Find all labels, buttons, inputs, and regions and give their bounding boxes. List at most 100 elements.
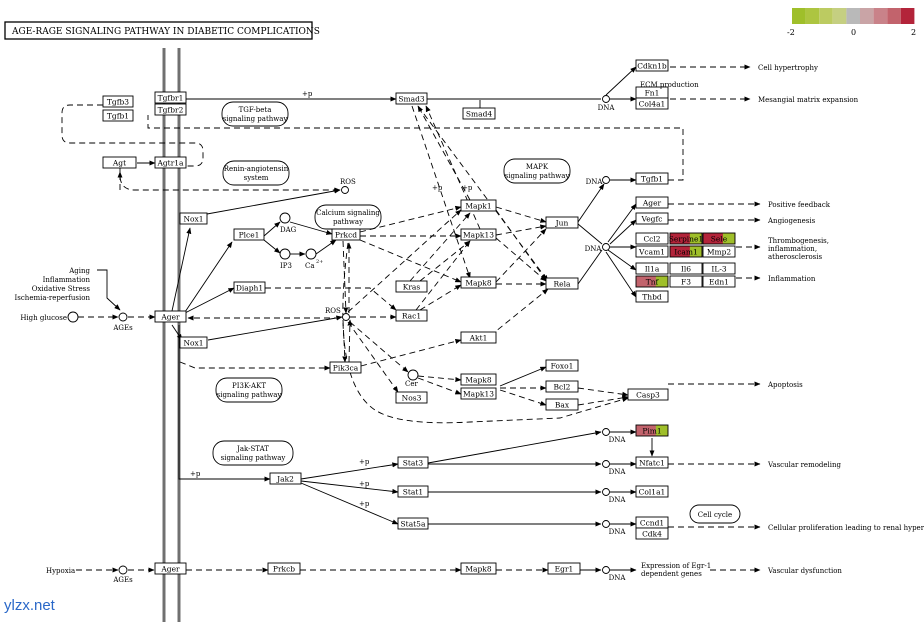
dna-circle-3[interactable] bbox=[602, 243, 610, 251]
gene-node-rac1[interactable]: Rac1 bbox=[395, 309, 428, 322]
ages-circle[interactable] bbox=[118, 312, 128, 322]
edge-plce1-ip3 bbox=[263, 239, 281, 254]
gene-node-tgfbr1[interactable]: Tgfbr1 bbox=[154, 91, 187, 104]
edge-mapk8-jun bbox=[495, 228, 547, 283]
gene-node-mapk8-mid[interactable]: Mapk8 bbox=[460, 373, 497, 386]
gene-node-mapk1[interactable]: Mapk1 bbox=[460, 199, 497, 212]
gene-label: Rela bbox=[554, 280, 571, 289]
ros-mid-circle[interactable] bbox=[342, 313, 350, 321]
gene-node-ager-right[interactable]: Ager bbox=[635, 196, 669, 209]
pathway-box-pi3k[interactable] bbox=[215, 377, 283, 403]
gene-node-stat1[interactable]: Stat1 bbox=[397, 485, 429, 498]
ages-bottom-circle[interactable] bbox=[118, 565, 128, 575]
gene-node-foxo1[interactable]: Foxo1 bbox=[545, 359, 579, 372]
gene-node-ager-bottom[interactable]: Ager bbox=[154, 562, 187, 575]
gene-node-icam1[interactable]: Icam1 bbox=[669, 245, 703, 258]
gene-node-il1a[interactable]: Il1a bbox=[635, 262, 669, 275]
dna-circle-4[interactable] bbox=[602, 428, 610, 436]
gene-node-bcl2[interactable]: Bcl2 bbox=[545, 380, 579, 393]
gene-node-mapk13-mid[interactable]: Mapk13 bbox=[460, 387, 497, 400]
cer-circle[interactable] bbox=[407, 369, 419, 381]
ca-circle[interactable] bbox=[305, 248, 317, 260]
dna-circle-6[interactable] bbox=[602, 488, 610, 496]
gene-node-ccnd1[interactable]: Ccnd1 bbox=[635, 516, 669, 529]
dag-circle[interactable] bbox=[279, 212, 291, 224]
gene-node-akt1[interactable]: Akt1 bbox=[460, 331, 497, 344]
gene-node-cdk4[interactable]: Cdk4 bbox=[635, 527, 669, 540]
gene-node-f3[interactable]: F3 bbox=[669, 275, 703, 288]
gene-node-agtr1a[interactable]: Agtr1a bbox=[154, 156, 187, 169]
gene-node-ager-main[interactable]: Ager bbox=[154, 310, 187, 323]
gene-node-nfatc1[interactable]: Nfatc1 bbox=[635, 456, 669, 469]
gene-node-edn1[interactable]: Edn1 bbox=[702, 275, 736, 288]
gene-label: Smad4 bbox=[466, 110, 493, 119]
gene-node-prkcd[interactable]: Prkcd bbox=[331, 228, 361, 241]
gene-node-stat3[interactable]: Stat3 bbox=[397, 456, 429, 469]
gene-node-nox1-bottom[interactable]: Nox1 bbox=[179, 336, 208, 349]
pathway-label-mapk-2: signaling pathway bbox=[505, 172, 570, 180]
gene-node-tgfb1-right[interactable]: Tgfb1 bbox=[635, 172, 669, 185]
dna-circle-8[interactable] bbox=[602, 566, 610, 574]
gene-label: Jun bbox=[555, 219, 569, 228]
gene-node-rela[interactable]: Rela bbox=[545, 277, 579, 290]
gene-node-col4a1[interactable]: Col4a1 bbox=[635, 97, 669, 110]
ros-top-circle[interactable] bbox=[341, 186, 349, 194]
glucose-circle[interactable] bbox=[67, 311, 79, 323]
gene-node-prkcb[interactable]: Prkcb bbox=[267, 562, 301, 575]
dna-circle-5[interactable] bbox=[602, 460, 610, 468]
gene-label: Prkcd bbox=[335, 231, 357, 240]
gene-node-ccl2[interactable]: Ccl2 bbox=[635, 232, 669, 245]
dna-circle-7[interactable] bbox=[602, 520, 610, 528]
gene-node-tnf[interactable]: Tnf bbox=[635, 275, 669, 288]
gene-node-il3[interactable]: IL-3 bbox=[702, 262, 736, 275]
gene-node-bax[interactable]: Bax bbox=[545, 398, 579, 411]
gene-box bbox=[702, 232, 736, 245]
gene-node-smad4[interactable]: Smad4 bbox=[462, 107, 496, 120]
gene-box bbox=[635, 232, 669, 245]
pathway-box-jakstat[interactable] bbox=[212, 440, 294, 466]
gene-node-thbd[interactable]: Thbd bbox=[635, 290, 669, 303]
gene-node-egr1[interactable]: Egr1 bbox=[547, 562, 581, 575]
label-plus-p-1: +p bbox=[302, 90, 313, 98]
gene-node-vcam1[interactable]: Vcam1 bbox=[635, 245, 669, 258]
gene-node-nos3[interactable]: Nos3 bbox=[395, 391, 428, 404]
pathway-box-tgfb[interactable] bbox=[221, 101, 289, 127]
gene-node-pim1[interactable]: Pim1 bbox=[635, 424, 669, 437]
gene-node-serpine1[interactable]: Serpine1 bbox=[669, 232, 703, 245]
gene-node-jak2[interactable]: Jak2 bbox=[269, 472, 302, 485]
gene-node-stat5a[interactable]: Stat5a bbox=[397, 517, 429, 530]
gene-node-kras[interactable]: Kras bbox=[395, 280, 428, 293]
gene-node-casp3[interactable]: Casp3 bbox=[627, 388, 669, 401]
gene-node-col1a1[interactable]: Col1a1 bbox=[635, 485, 669, 498]
gene-node-agt[interactable]: Agt bbox=[102, 156, 137, 169]
label-cer: Cer bbox=[405, 380, 418, 388]
gene-node-mapk13-top[interactable]: Mapk13 bbox=[460, 228, 497, 241]
gene-node-smad3[interactable]: Smad3 bbox=[395, 92, 428, 105]
gene-node-pik3ca[interactable]: Pik3ca bbox=[329, 361, 362, 374]
gene-box bbox=[702, 262, 736, 275]
pathway-box-mapk[interactable] bbox=[503, 158, 571, 184]
gene-node-diaph1[interactable]: Diaph1 bbox=[233, 281, 266, 294]
pathway-box-renin[interactable] bbox=[222, 160, 290, 186]
dna-circle-1[interactable] bbox=[602, 95, 610, 103]
gene-node-vegfc[interactable]: Vegfc bbox=[635, 212, 669, 225]
gene-node-plce1[interactable]: Plce1 bbox=[233, 228, 265, 241]
ip3-circle[interactable] bbox=[279, 248, 291, 260]
label-egr1-expr-2: dependent genes bbox=[641, 570, 702, 578]
gene-label: Thbd bbox=[642, 293, 662, 302]
gene-node-mmp2[interactable]: Mmp2 bbox=[702, 245, 736, 258]
gene-node-mapk8-bottom[interactable]: Mapk8 bbox=[460, 562, 497, 575]
dna-circle-2[interactable] bbox=[602, 176, 610, 184]
gene-label: Agt bbox=[112, 159, 126, 168]
gene-node-mapk8-top[interactable]: Mapk8 bbox=[460, 276, 497, 289]
gene-node-cdkn1b[interactable]: Cdkn1b bbox=[635, 59, 669, 72]
gene-node-tgfb1-left[interactable]: Tgfb1 bbox=[102, 109, 134, 122]
gene-node-tgfb3[interactable]: Tgfb3 bbox=[102, 95, 134, 108]
gene-node-jun[interactable]: Jun bbox=[545, 216, 579, 229]
gene-label: Col1a1 bbox=[639, 488, 666, 497]
gene-node-sele[interactable]: Sele bbox=[702, 232, 736, 245]
gene-node-nox1-top[interactable]: Nox1 bbox=[179, 212, 208, 225]
pathway-box-cellcycle[interactable] bbox=[689, 504, 741, 524]
gene-node-il6[interactable]: Il6 bbox=[669, 262, 703, 275]
gene-node-tgfbr2[interactable]: Tgfbr2 bbox=[154, 103, 187, 116]
